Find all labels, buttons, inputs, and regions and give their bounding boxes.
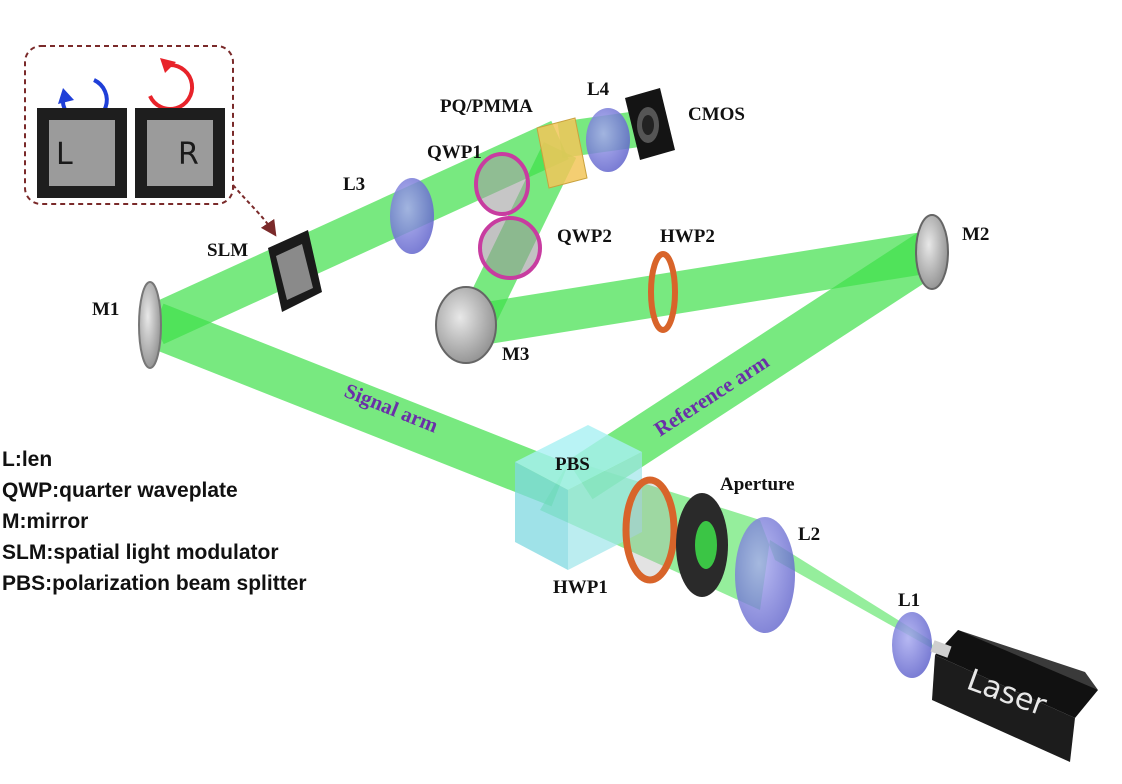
- label-qwp1: QWP1: [427, 142, 482, 163]
- label-m1: M1: [92, 299, 119, 320]
- inset-letter-left: L: [56, 137, 73, 172]
- label-l2: L2: [798, 524, 820, 545]
- right-circular-arrow-icon: [148, 58, 195, 111]
- waveplate-qwp1: [474, 152, 530, 216]
- beam-signal-arm: [146, 303, 569, 507]
- legend-item: PBS:polarization beam splitter: [2, 572, 307, 595]
- label-m3: M3: [502, 344, 529, 365]
- lens-l1: [892, 612, 932, 678]
- cmos-camera: [625, 88, 675, 160]
- label-slm: SLM: [207, 240, 248, 261]
- label-pq-pmma: PQ/PMMA: [440, 96, 533, 117]
- inset-letter-right: R: [178, 137, 199, 172]
- pq-pmma-sample: [536, 117, 588, 189]
- waveplate-hwp1: [622, 476, 678, 584]
- beam-reference-arm: [567, 232, 943, 500]
- label-l1: L1: [898, 590, 920, 611]
- pbs-cube: [515, 425, 642, 570]
- waveplate-qwp2: [478, 216, 542, 280]
- lens-l2: [735, 517, 795, 633]
- legend-item: QWP:quarter waveplate: [2, 479, 238, 502]
- label-l3: L3: [343, 174, 365, 195]
- legend-item: L:len: [2, 448, 52, 471]
- waveplate-hwp2: [648, 251, 678, 333]
- beam-m2-to-m3: [471, 231, 934, 346]
- label-qwp2: QWP2: [557, 226, 612, 247]
- label-hwp1: HWP1: [553, 577, 608, 598]
- laser-device: [930, 630, 1098, 762]
- label-hwp2: HWP2: [660, 226, 715, 247]
- legend-item: SLM:spatial light modulator: [2, 541, 279, 564]
- mirror-m3: [435, 286, 497, 364]
- lens-l4: [586, 108, 630, 172]
- polarization-inset: L R: [24, 45, 277, 237]
- legend-item: M:mirror: [2, 510, 88, 533]
- aperture-device: [676, 493, 728, 597]
- label-pbs: PBS: [555, 454, 590, 475]
- mirror-m1: [138, 281, 162, 369]
- legend: L:len QWP:quarter waveplate M:mirror SLM…: [2, 448, 307, 595]
- label-m2: M2: [962, 224, 989, 245]
- mirror-m2: [915, 214, 949, 290]
- label-aperture: Aperture: [720, 474, 795, 495]
- lens-l3: [390, 178, 434, 254]
- label-l4: L4: [587, 79, 610, 100]
- slm-device: [268, 230, 322, 312]
- label-cmos: CMOS: [688, 104, 745, 125]
